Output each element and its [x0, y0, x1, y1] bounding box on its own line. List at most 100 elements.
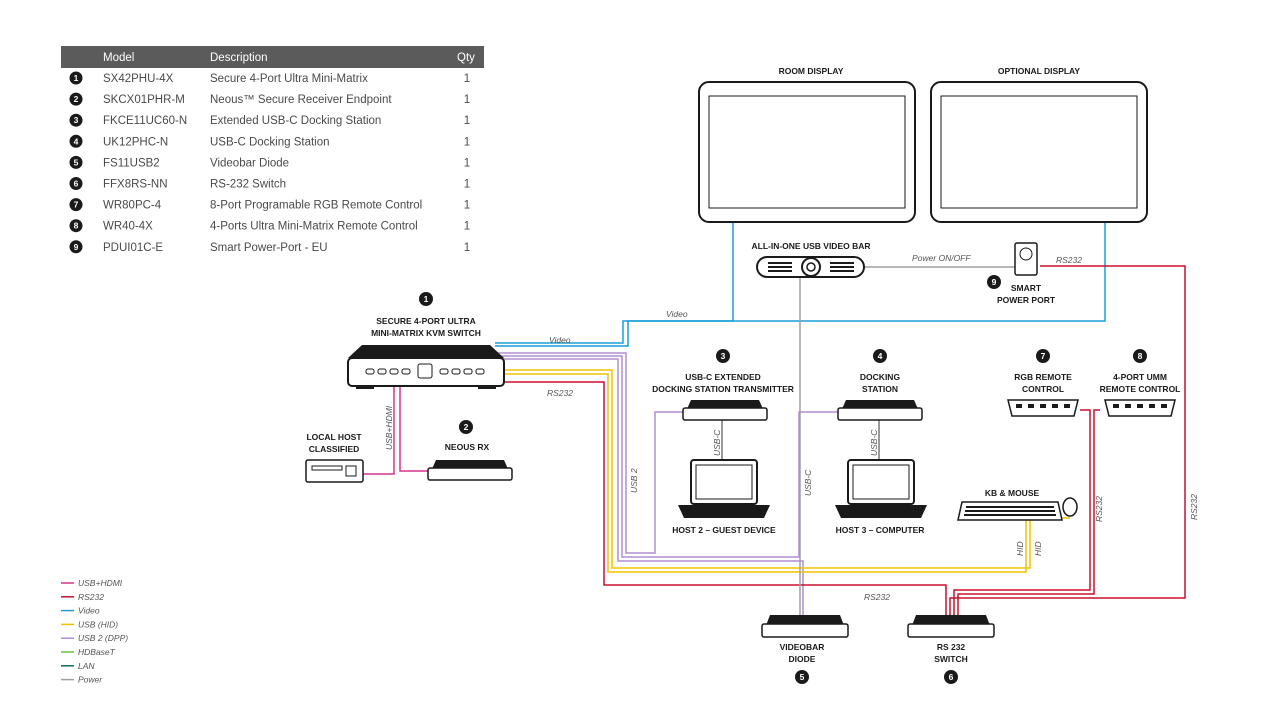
row-description: RS-232 Switch	[210, 179, 286, 191]
cables	[363, 222, 1186, 618]
legend-label: USB 2 (DPP)	[78, 633, 128, 643]
usb-hid-cable-2	[495, 373, 1027, 573]
kvm-label-1: SECURE 4-PORT ULTRA	[376, 316, 476, 326]
keyboard-mouse: KB & MOUSE	[957, 488, 1078, 521]
cable-label-rs232-v2: RS232	[1189, 494, 1199, 520]
legend-label: USB (HID)	[78, 619, 118, 629]
rgb-remote-label-2: CONTROL	[1022, 384, 1064, 394]
row-model: SKCX01PHR-M	[103, 94, 185, 106]
row-number: 5	[74, 157, 79, 167]
cable-labels: Video Video Power ON/OFF RS232 RS232 RS2…	[384, 253, 1199, 602]
row-number-bullet	[69, 92, 83, 106]
row-model: WR40-4X	[103, 221, 153, 233]
rgb-remote: 7 RGB REMOTE CONTROL	[1007, 349, 1079, 417]
laptop-icon	[847, 459, 915, 505]
row-description: Videobar Diode	[210, 157, 289, 169]
callout-2-number: 2	[464, 422, 469, 432]
row-description: Extended USB-C Docking Station	[210, 115, 381, 127]
legend-item: RS232	[61, 592, 104, 602]
umm-remote: 8 4-PORT UMM REMOTE CONTROL	[1100, 349, 1181, 417]
cable-label-rs232-power: RS232	[1056, 255, 1082, 265]
host3-label: HOST 3 – COMPUTER	[836, 525, 925, 535]
video-bar-label: ALL-IN-ONE USB VIDEO BAR	[752, 241, 871, 251]
cable-label-rs232-v1: RS232	[1094, 496, 1104, 522]
callout-7-number: 7	[1041, 351, 1046, 361]
rs232-switch-label-2: SWITCH	[934, 654, 968, 664]
rs232-cable-kvm	[495, 381, 947, 618]
cable-label-usbc-bar: USB-C	[803, 469, 813, 496]
docking-label-1: DOCKING	[860, 372, 901, 382]
usb-hdmi-cable-1	[363, 386, 395, 475]
optional-display-label: OPTIONAL DISPLAY	[998, 66, 1081, 76]
legend-item: USB 2 (DPP)	[61, 633, 128, 643]
row-model: UK12PHC-N	[103, 136, 168, 148]
umm-remote-label-2: REMOTE CONTROL	[1100, 384, 1181, 394]
row-number: 9	[74, 242, 79, 252]
callout-5-number: 5	[800, 672, 805, 682]
row-number: 4	[74, 136, 79, 146]
row-number: 6	[74, 179, 79, 189]
umm-remote-label-1: 4-PORT UMM	[1113, 372, 1167, 382]
usb2-cable-1	[495, 352, 690, 554]
row-number-bullet	[69, 134, 83, 148]
row-number-bullet	[69, 177, 83, 190]
rgb-remote-label-1: RGB REMOTE	[1014, 372, 1072, 382]
row-model: PDUI01C-E	[103, 242, 163, 254]
row-qty: 1	[464, 221, 470, 233]
row-qty: 1	[464, 73, 470, 85]
legend-item: USB (HID)	[61, 619, 118, 629]
legend-label: USB+HDMI	[78, 578, 123, 588]
callout-9-number: 9	[992, 277, 997, 287]
monitor-icon	[698, 81, 916, 223]
usb-hid-cable-1	[495, 369, 1070, 569]
row-description: Neous™ Secure Receiver Endpoint	[210, 94, 392, 106]
diode-label-2: DIODE	[789, 654, 816, 664]
rs232-cable-umm-remote	[957, 409, 1100, 618]
docking-station: 4 DOCKING STATION	[837, 349, 923, 421]
usb2-cable-2	[495, 355, 840, 558]
callout-7	[1036, 349, 1050, 363]
callout-8-number: 8	[1138, 351, 1143, 361]
host3-computer: HOST 3 – COMPUTER	[835, 459, 927, 535]
host2-guest-device: HOST 2 – GUEST DEVICE	[672, 459, 776, 535]
cable-label-video-display: Video	[666, 309, 688, 319]
monitor-icon	[930, 81, 1148, 223]
row-qty: 1	[464, 94, 470, 106]
local-host: LOCAL HOST CLASSIFIED	[305, 432, 364, 483]
docking-label-2: STATION	[862, 384, 898, 394]
row-model: WR80PC-4	[103, 200, 162, 212]
legend-label: HDBaseT	[78, 647, 116, 657]
row-number: 1	[74, 73, 79, 83]
cable-label-usbc-dock: USB-C	[869, 429, 879, 456]
row-number-bullet	[69, 155, 83, 169]
legend-item: USB+HDMI	[61, 578, 123, 588]
kvm-device-icon	[348, 345, 504, 358]
row-qty: 1	[464, 136, 470, 148]
callout-9	[987, 275, 1001, 289]
row-qty: 1	[464, 200, 470, 212]
cable-label-rs232-bottom: RS232	[864, 592, 890, 602]
row-qty: 1	[464, 242, 470, 254]
legend-item: Power	[61, 675, 103, 685]
local-host-label-1: LOCAL HOST	[306, 432, 362, 442]
video-cable-room-display	[495, 222, 734, 344]
callout-3-number: 3	[721, 351, 726, 361]
legend-label: RS232	[78, 592, 104, 602]
callout-5	[795, 670, 809, 684]
callout-1-number: 1	[424, 294, 429, 304]
optional-display: OPTIONAL DISPLAY	[930, 66, 1148, 223]
usb2-cable-3	[495, 358, 804, 617]
legend-item: HDBaseT	[61, 647, 116, 657]
row-model: FFX8RS-NN	[103, 179, 168, 191]
row-qty: 1	[464, 115, 470, 127]
legend-label: Video	[78, 606, 100, 616]
row-description: USB-C Docking Station	[210, 136, 330, 148]
diode-label-1: VIDEOBAR	[780, 642, 825, 652]
neous-rx: 2 NEOUS RX	[427, 420, 513, 481]
kvm-switch: 1 SECURE 4-PORT ULTRA MINI-MATRIX KVM SW…	[347, 292, 505, 389]
header-qty: Qty	[457, 52, 475, 64]
